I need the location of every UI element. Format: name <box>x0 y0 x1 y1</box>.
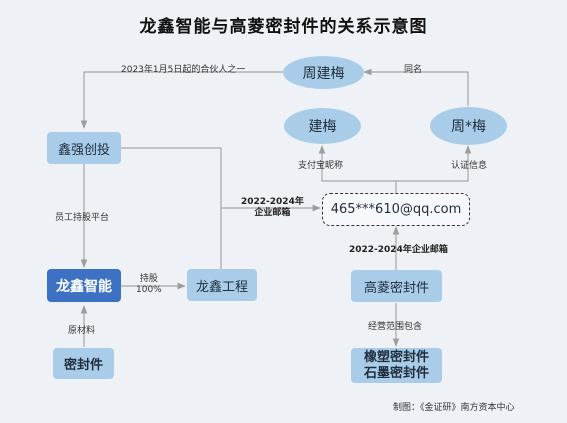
label-alipay: 支付宝昵称 <box>298 161 344 171</box>
node-xiangsu-line2: 石墨密封件 <box>363 365 429 381</box>
node-zhou-mei: 周*梅 <box>430 107 507 145</box>
label-email-left: 2022-2024年 企业邮箱 <box>241 197 304 219</box>
label-holding: 持股 100% <box>136 274 162 296</box>
label-raw-material: 原材料 <box>68 326 96 336</box>
label-same-name: 同名 <box>404 65 423 75</box>
diagram-title: 龙鑫智能与高菱密封件的关系示意图 <box>139 17 428 37</box>
node-gaoling: 高菱密封件 <box>351 270 442 302</box>
label-email-left-1: 2022-2024年 <box>241 197 304 207</box>
edge-email-up <box>318 145 397 193</box>
edge-partner <box>80 71 283 129</box>
node-longxin-zhineng: 龙鑫智能 <box>47 269 121 302</box>
label-email-left-2: 企业邮箱 <box>254 208 291 218</box>
edge-xinqiang-email <box>121 147 321 212</box>
edge-same-name <box>363 68 469 106</box>
edge-email-up-right <box>396 145 472 182</box>
node-jianmei: 建梅 <box>284 108 361 144</box>
node-email: 465***610@qq.com <box>322 193 470 226</box>
label-partner: 2023年1月5日起的合伙人之一 <box>121 65 246 75</box>
credit-text: 制图：《金证研》南方资本中心 <box>393 403 515 413</box>
node-longxin-gongcheng: 龙鑫工程 <box>187 269 257 301</box>
node-xinqiang: 鑫强创投 <box>47 132 121 164</box>
node-xiangsu-shimo: 橡塑密封件 石墨密封件 <box>351 348 442 383</box>
node-xiangsu-line1: 橡塑密封件 <box>363 349 429 365</box>
label-employee: 员工持股平台 <box>55 213 110 223</box>
node-mifengjian: 密封件 <box>53 348 114 379</box>
label-scope: 经营范围包含 <box>368 322 423 332</box>
node-zhou-jianmei: 周建梅 <box>283 56 364 89</box>
label-holding-1: 持股 <box>139 274 158 284</box>
label-email-bottom: 2022-2024年企业邮箱 <box>349 245 448 255</box>
label-verified: 认证信息 <box>451 161 488 171</box>
label-holding-2: 100% <box>136 285 162 295</box>
